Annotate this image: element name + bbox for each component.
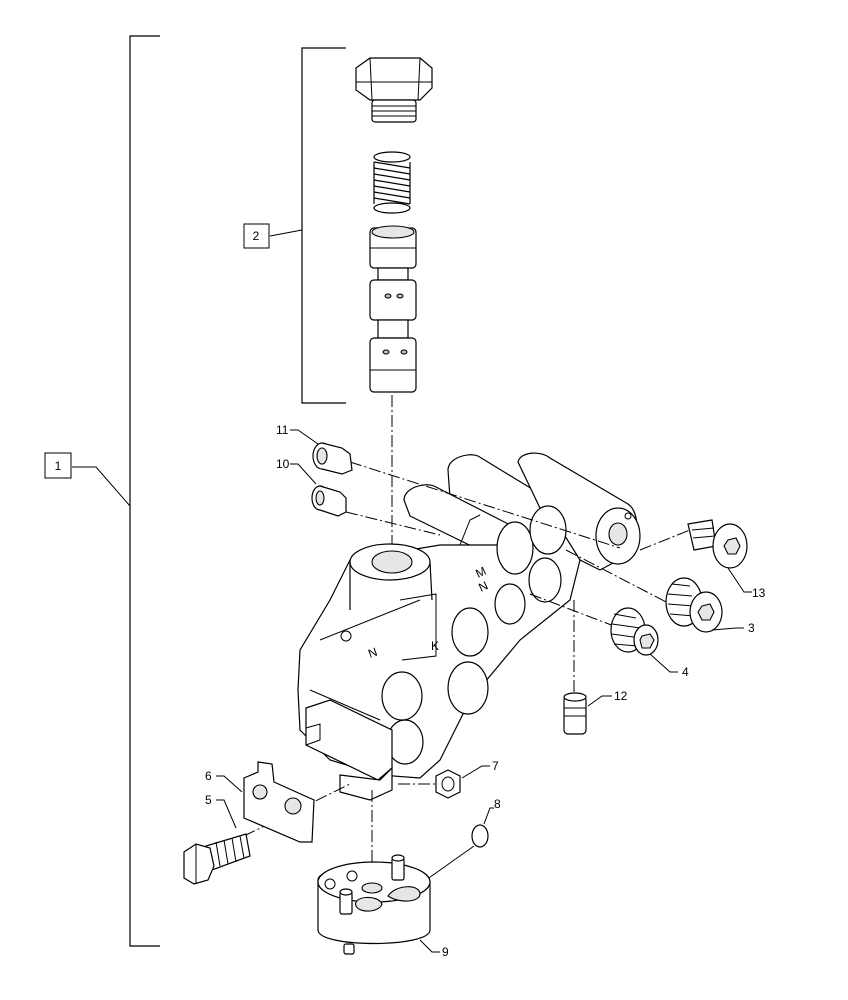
callout-9-label: 9: [442, 945, 449, 959]
callout-10-label: 10: [276, 457, 290, 471]
callout-7-label: 7: [492, 759, 499, 773]
callout-1-label: 1: [55, 459, 62, 473]
leader-11: [290, 429, 319, 445]
part-3-plug: [665, 577, 723, 633]
part-9-base-disc: [317, 854, 431, 955]
callout-12-label: 12: [614, 689, 628, 703]
valve-spool: [369, 225, 417, 393]
part-13-socket-screw: [687, 519, 748, 569]
part-10-plug: [311, 485, 347, 517]
valve-body: N K M N: [297, 452, 641, 801]
callout-box-1: 1: [44, 452, 72, 479]
callout-4-label: 4: [682, 665, 689, 679]
leader-12: [587, 695, 612, 707]
part-8-o-ring: [471, 824, 489, 848]
plug-4-centerline: [529, 593, 615, 627]
part-11-plug: [312, 442, 353, 475]
callout-box-2: 2: [243, 223, 270, 249]
part-5-hex-bolt: [183, 833, 251, 885]
valve-spring: [373, 151, 411, 214]
leader-7: [461, 765, 490, 779]
leader-3: [711, 627, 744, 631]
callout-3-label: 3: [748, 621, 755, 635]
kit-bracket-2: [269, 47, 346, 404]
assembly-bracket-1: [72, 35, 160, 947]
leader-8: [483, 807, 494, 825]
callout-13-label: 13: [752, 586, 766, 600]
part-7-nut: [435, 769, 461, 799]
callout-2-label: 2: [253, 229, 260, 243]
hex-cap-plug: [355, 57, 433, 123]
leader-4: [649, 653, 678, 673]
leader-5: [216, 799, 237, 829]
callout-6-label: 6: [205, 769, 212, 783]
callout-8-label: 8: [494, 797, 501, 811]
screw-13-centerline: [639, 529, 691, 551]
callout-5-label: 5: [205, 793, 212, 807]
part-6-bracket-plate: [243, 761, 315, 843]
part-12-pin: [563, 692, 587, 735]
body-marking-k: K: [431, 639, 439, 653]
plug-10-centerline: [345, 511, 441, 536]
leader-10: [290, 463, 317, 485]
part-4-plug: [610, 607, 659, 656]
leader-9: [419, 939, 440, 953]
plug-11-centerline: [349, 461, 621, 549]
leader-13: [727, 567, 752, 593]
callout-11-label: 11: [276, 423, 289, 437]
leader-6: [216, 775, 243, 793]
o-ring-leader-line: [425, 845, 475, 881]
